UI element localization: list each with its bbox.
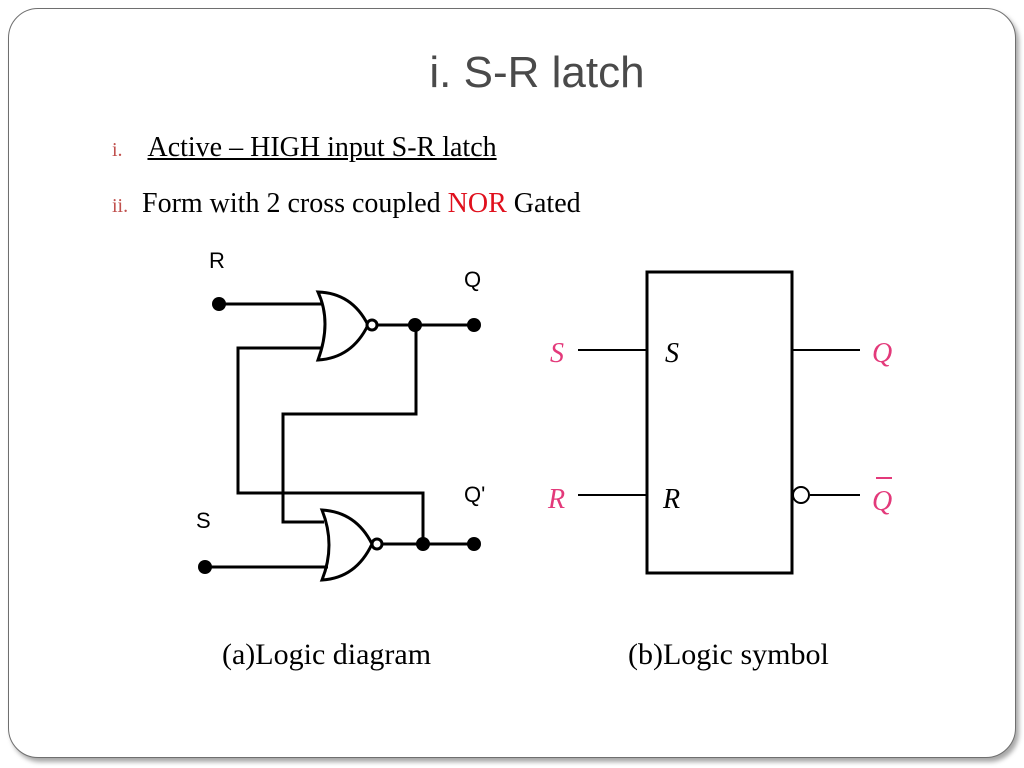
- node-r-terminal: [212, 297, 226, 311]
- bullet-number-2: ii.: [112, 195, 129, 217]
- bullet-item-1: i. Active – HIGH input S-R latch: [112, 132, 497, 164]
- nor-gate-upper: [315, 290, 370, 362]
- nor-highlight: NOR: [447, 188, 507, 219]
- node-q-junction: [408, 318, 422, 332]
- symbol-label-q: Q: [872, 338, 892, 369]
- symbol-inner-s: S: [665, 338, 679, 369]
- slide-frame: [8, 8, 1016, 758]
- caption-logic-diagram: (a)Logic diagram: [222, 638, 432, 671]
- node-s-terminal: [198, 560, 212, 574]
- bullet-number-1: i.: [112, 139, 123, 161]
- symbol-label-r: R: [547, 484, 565, 515]
- latch-box: [645, 270, 794, 575]
- symbol-inner-r: R: [662, 484, 680, 515]
- node-q-terminal: [467, 318, 481, 332]
- logic-diagram: [205, 290, 474, 582]
- symbol-label-q-bar: Q: [872, 486, 892, 517]
- slide-title: i. S-R latch: [429, 48, 645, 97]
- bullet-text-2-end: Gated: [506, 188, 581, 219]
- caption-logic-symbol: (b)Logic symbol: [628, 638, 829, 671]
- bullet-text-2: Form with 2 cross coupled: [142, 188, 448, 219]
- symbol-label-s: S: [550, 338, 564, 369]
- wire-feedback-q: [281, 325, 418, 524]
- label-q-not: Q': [464, 482, 485, 507]
- bullet-text-1: Active – HIGH input S-R latch: [147, 132, 497, 163]
- label-q: Q: [464, 267, 481, 292]
- logic-symbol: [578, 270, 892, 575]
- nor-gate-lower: [319, 508, 374, 582]
- node-qnot-junction: [416, 537, 430, 551]
- bullet-item-2: ii. Form with 2 cross coupled NOR Gated: [112, 188, 581, 220]
- node-qnot-terminal: [467, 537, 481, 551]
- label-s: S: [196, 508, 211, 533]
- diagram-nodes: [198, 297, 481, 574]
- qbar-bubble: [792, 486, 810, 504]
- nor-bubble-lower: [370, 537, 384, 551]
- nor-bubble-upper: [365, 318, 379, 332]
- wire-feedback-qnot: [236, 346, 425, 544]
- label-r: R: [209, 248, 225, 273]
